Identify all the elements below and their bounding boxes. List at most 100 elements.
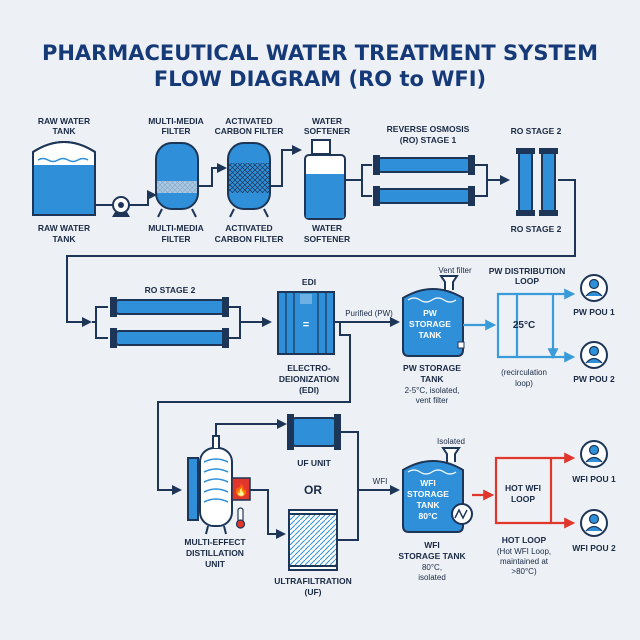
title-line-1: PHARMACEUTICAL WATER TREATMENT SYSTEM: [42, 41, 598, 65]
uf-unit-label: UF UNIT: [297, 458, 331, 468]
pw-distribution-loop: [496, 288, 576, 363]
hot-loop-inner-2: LOOP: [511, 494, 535, 504]
pipe-uf-unit-to-wfi: [341, 431, 400, 495]
mm-bottom-label-1: MULTI-MEDIA: [148, 223, 204, 233]
flame-icon: 🔥: [234, 483, 249, 497]
pipe-row1-to-row2: [66, 179, 576, 327]
ro1-top-label-1: REVERSE OSMOSIS: [387, 124, 470, 134]
pipe-med-to-uf: [250, 489, 286, 539]
softener-bottom-label-2: SOFTENER: [304, 234, 350, 244]
ac-bottom-label-2: CARBON FILTER: [215, 234, 284, 244]
pipe-soft-to-ro1: [358, 164, 372, 181]
pw-tank-label-1: PW STORAGE: [403, 363, 461, 373]
uf-label-1: ULTRAFILTRATION: [274, 576, 351, 586]
raw-tank-bottom-label-1: RAW WATER: [38, 223, 90, 233]
pipe-ro1-to-ro2: [475, 164, 510, 185]
pw-pou-2-user-icon: [580, 341, 608, 369]
uf-label-2: (UF): [305, 587, 322, 597]
pw-loop-temp: 25°C: [513, 320, 535, 331]
mm-top-label-1: MULTI-MEDIA: [148, 116, 204, 126]
svg-text:=: =: [303, 319, 309, 331]
wfi-flow-label: WFI: [373, 477, 388, 486]
ultrafiltration-module: [288, 509, 338, 571]
pw-pou-1-user-icon: [580, 274, 608, 302]
hot-wfi-loop: [494, 452, 576, 529]
softener-top-label-1: WATER: [312, 116, 342, 126]
pw-tank-inner-1: PW: [423, 308, 438, 318]
wfi-tank-label-1: WFI: [424, 540, 440, 550]
hot-loop-label-3: maintained at: [500, 557, 549, 566]
mm-top-label-2: FILTER: [161, 126, 190, 136]
wfi-tank-inner-2: STORAGE: [407, 489, 449, 499]
ro2-bottom-label: RO STAGE 2: [511, 224, 562, 234]
pipe-pump-to-mm: [129, 190, 157, 206]
mm-bottom-label-2: FILTER: [161, 234, 190, 244]
ro2-row2-label: RO STAGE 2: [145, 285, 196, 295]
thermometer-icon: [235, 507, 246, 529]
edi-unit: =: [277, 291, 335, 355]
pw-loop-label-1: PW DISTRIBUTION: [489, 266, 566, 276]
pw-loop-note-1: (recirculation: [501, 368, 547, 377]
wfi-pou-1-user-icon: [580, 440, 608, 468]
activated-carbon-filter: [227, 142, 271, 218]
pw-tank-inner-2: STORAGE: [409, 319, 451, 329]
hot-loop-label-4: >80°C): [511, 567, 537, 576]
softener-bottom-label-1: WATER: [312, 223, 342, 233]
vent-filter-label: Vent filter: [438, 266, 472, 275]
multi-media-filter: [155, 142, 199, 218]
softener-top-label-2: SOFTENER: [304, 126, 350, 136]
pw-loop-label-2: LOOP: [515, 276, 539, 286]
pipe-ro2-to-edi: [229, 306, 272, 327]
multi-effect-distillation-unit: [187, 435, 251, 535]
pipe-row2-to-med: [157, 380, 351, 495]
edi-bottom-label-2: DEIONIZATION: [279, 374, 339, 384]
med-label-3: UNIT: [205, 559, 226, 569]
pw-loop-note-2: loop): [515, 379, 533, 388]
edi-bottom-label-3: (EDI): [299, 385, 319, 395]
ro2-top-label: RO STAGE 2: [511, 126, 562, 136]
ro1-top-label-2: (RO) STAGE 1: [400, 135, 457, 145]
wfi-tank-inner-4: 80°C: [419, 511, 438, 521]
ro-stage-2-vertical: [516, 148, 558, 216]
pw-tank-note-2: vent filter: [416, 396, 449, 405]
hot-loop-label-1: HOT LOOP: [502, 535, 547, 545]
ro-stage-2-membranes: [110, 297, 229, 348]
raw-tank-top-label-1: RAW WATER: [38, 116, 90, 126]
wfi-tank-note-2: isolated: [418, 573, 446, 582]
purified-pw-label: Purified (PW): [345, 309, 393, 318]
pump-icon: [112, 196, 130, 217]
wfi-tank-label-2: STORAGE TANK: [398, 551, 466, 561]
med-label-1: MULTI-EFFECT: [184, 537, 246, 547]
raw-water-tank: [32, 141, 96, 216]
wfi-tank-inner-1: WFI: [420, 478, 436, 488]
water-softener: [304, 139, 358, 220]
raw-tank-bottom-label-2: TANK: [53, 234, 77, 244]
edi-top-label: EDI: [302, 277, 316, 287]
pw-storage-tank: [402, 275, 465, 357]
ac-bottom-label-1: ACTIVATED: [225, 223, 272, 233]
ro-stage-1-membranes: [373, 155, 475, 206]
hot-loop-label-2: (Hot WFI Loop,: [497, 547, 551, 556]
wfi-storage-tank: [402, 447, 464, 533]
ac-top-label-2: CARBON FILTER: [215, 126, 284, 136]
ac-top-label-1: ACTIVATED: [225, 116, 272, 126]
pipe-mm-to-ac: [198, 163, 227, 187]
pw-tank-label-2: TANK: [421, 374, 445, 384]
pw-pou-1-label: PW POU 1: [573, 307, 615, 317]
wfi-tank-note-1: 80°C,: [422, 563, 442, 572]
pw-tank-inner-3: TANK: [419, 330, 443, 340]
pipe-med-to-uf-unit: [215, 419, 287, 436]
or-label: OR: [304, 483, 322, 497]
pw-pou-2-label: PW POU 2: [573, 374, 615, 384]
edi-bottom-label-1: ELECTRO-: [287, 363, 331, 373]
pw-tank-note-1: 2-5°C, isolated,: [405, 386, 460, 395]
raw-tank-top-label-2: TANK: [53, 126, 77, 136]
hot-loop-inner-1: HOT WFI: [505, 483, 541, 493]
pipe-ac-to-softener: [270, 145, 302, 187]
heat-exchanger-icon: [451, 503, 473, 525]
wfi-pou-1-label: WFI POU 1: [572, 474, 616, 484]
title-line-2: FLOW DIAGRAM (RO to WFI): [154, 67, 486, 91]
uf-unit: [287, 414, 341, 450]
wfi-pou-2-user-icon: [580, 509, 608, 537]
